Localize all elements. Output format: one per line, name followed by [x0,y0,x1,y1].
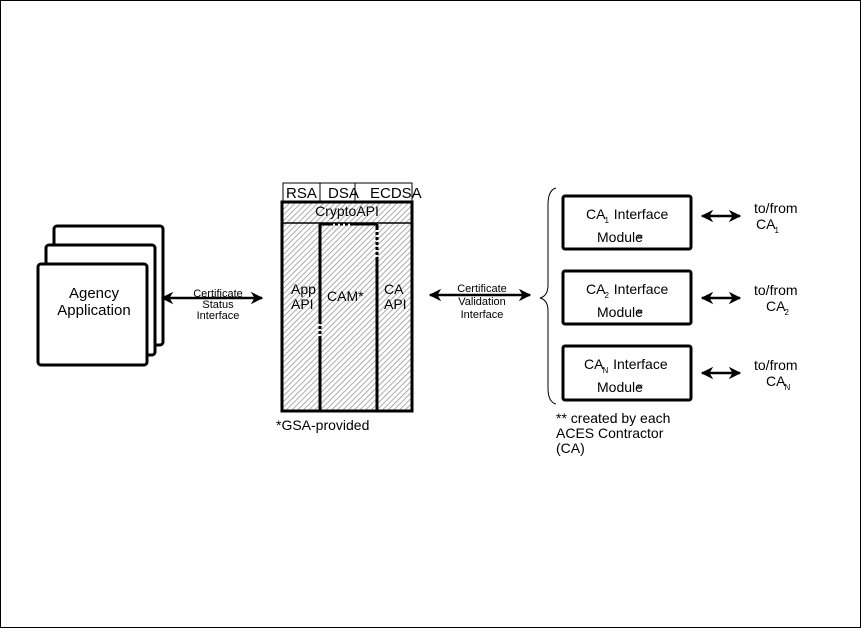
ca1-prefix: CA [586,206,606,222]
ca1-target-subscript: 1 [774,226,779,235]
validation-interface-line3: Interface [460,309,504,321]
rsa-label: RSA [286,185,317,202]
ca2-target-prefix: CA [766,298,786,314]
can-prefix: CA [584,356,604,372]
ca-api-line1: CA [384,281,404,297]
can-to-from-text: to/from [754,357,798,373]
app-api-label: App API [291,282,316,312]
status-interface-label: Certificate Status Interface [176,289,260,322]
crypto-api-label: CryptoAPI [315,203,379,219]
status-interface-line1: Certificate [193,288,243,300]
ca2-to-from-label: to/from CA2 [754,282,798,321]
status-interface-line3: Interface [196,310,240,322]
can-target-prefix: CA [766,373,786,389]
ca1-module-label: CA1 Interface Module** [586,206,668,246]
can-module-box [561,344,693,402]
contractor-note-line2: ACES Contractor [556,425,664,441]
gsa-block [280,200,414,413]
ca1-target-prefix: CA [756,216,776,232]
can-contractor-mark: ** [636,383,643,393]
ca2-contractor-mark: ** [636,308,643,318]
ca2-prefix: CA [586,281,606,297]
ca1-interface-text: Interface [613,206,669,222]
ca2-module-box [561,269,693,326]
ca-group-brace [539,187,557,405]
agency-label-line2: Application [57,302,131,319]
can-module-text: Module [597,379,643,395]
can-to-from-label: to/from CAN [754,357,798,396]
ca2-subscript: 2 [604,291,609,300]
can-subscript: N [602,366,609,375]
contractor-note: ** created by each ACES Contractor (CA) [556,411,670,456]
can-target-subscript: N [784,383,791,392]
ca1-to-from-label: to/from CA1 [754,200,798,239]
ca1-contractor-mark: ** [636,233,643,243]
ca2-module-label: CA2 Interface Module** [586,281,668,321]
validation-interface-line2: Validation [458,296,506,308]
app-api-line2: API [291,296,314,312]
ca2-module-text: Module [597,304,643,320]
ca-api-line2: API [384,296,407,312]
ca1-subscript: 1 [604,216,609,225]
agency-card-front [36,262,149,367]
ecdsa-label: ECDSA [370,185,422,202]
can-module-label: CAN Interface Module** [584,356,668,396]
contractor-note-line1: ** created by each [556,410,671,426]
ca1-module-box [561,194,693,251]
app-api-line1: App [291,281,316,297]
ca1-to-from-text: to/from [754,200,798,216]
validation-interface-label: Certificate Validation Interface [440,283,524,322]
ca2-interface-text: Interface [613,281,669,297]
ca2-to-from-text: to/from [754,282,798,298]
ca2-target-subscript: 2 [784,308,789,317]
gsa-provided-note: *GSA-provided [276,417,370,433]
dsa-label: DSA [328,185,359,202]
agency-application-label: Agency Application [38,285,150,319]
cam-label: CAM* [327,288,364,304]
ca1-module-text: Module [597,229,643,245]
can-interface-text: Interface [613,356,668,372]
validation-interface-line1: Certificate [457,283,507,295]
ca-api-label: CA API [384,282,407,312]
agency-label-line1: Agency [68,285,120,302]
status-interface-line2: Status [202,299,234,311]
contractor-note-line3: (CA) [556,440,585,456]
